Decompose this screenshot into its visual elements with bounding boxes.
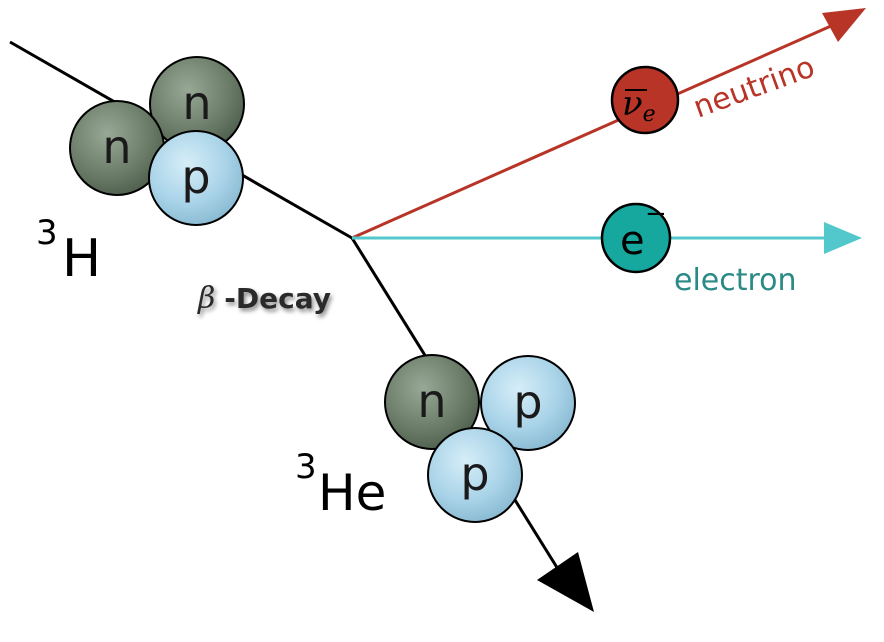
beta-decay-label: β -Decay [197, 281, 331, 316]
tritium-mass-number: 3 [36, 213, 58, 253]
nucleon-letter: n [182, 76, 211, 130]
neutrino-track [351, 20, 841, 240]
electron-arrowhead [824, 222, 862, 254]
nucleon-letter: p [513, 375, 542, 429]
tritium-proton: p [148, 130, 244, 226]
beta-symbol: β [197, 281, 215, 316]
tritium-nucleus: n n p [69, 56, 245, 226]
nucleon-letter: n [417, 374, 446, 428]
helium3-nucleus: n p p [384, 354, 576, 523]
helium3-proton-bottom: p [427, 427, 523, 523]
decay-text: -Decay [224, 282, 331, 315]
helium3-mass-number: 3 [295, 447, 317, 487]
neutrino-symbol: νe [622, 84, 656, 127]
helium3-proton-right: p [480, 355, 576, 451]
helium3-neutron: n [384, 354, 480, 450]
outgoing-nucleus-arrowhead [537, 552, 594, 612]
helium3-label: 3 He [295, 447, 386, 522]
electron-superscript: − [645, 199, 667, 229]
neutrino-particle: νe [610, 65, 680, 135]
nu-glyph: ν [622, 84, 643, 124]
nucleon-letter: n [102, 120, 131, 174]
tritium-symbol: H [62, 229, 101, 289]
neutrino-arrowhead [822, 8, 866, 42]
tritium-label: 3 H [36, 213, 101, 289]
helium3-symbol: He [318, 464, 386, 522]
tritium-neutron-back: n [149, 56, 245, 152]
electron-label: electron [674, 263, 797, 298]
electron-particle: e − [600, 199, 672, 274]
nucleon-letter: p [181, 150, 210, 204]
electron-symbol: e [620, 218, 645, 264]
neutrino-subscript: e [643, 102, 656, 127]
nucleon-letter: p [460, 447, 489, 501]
